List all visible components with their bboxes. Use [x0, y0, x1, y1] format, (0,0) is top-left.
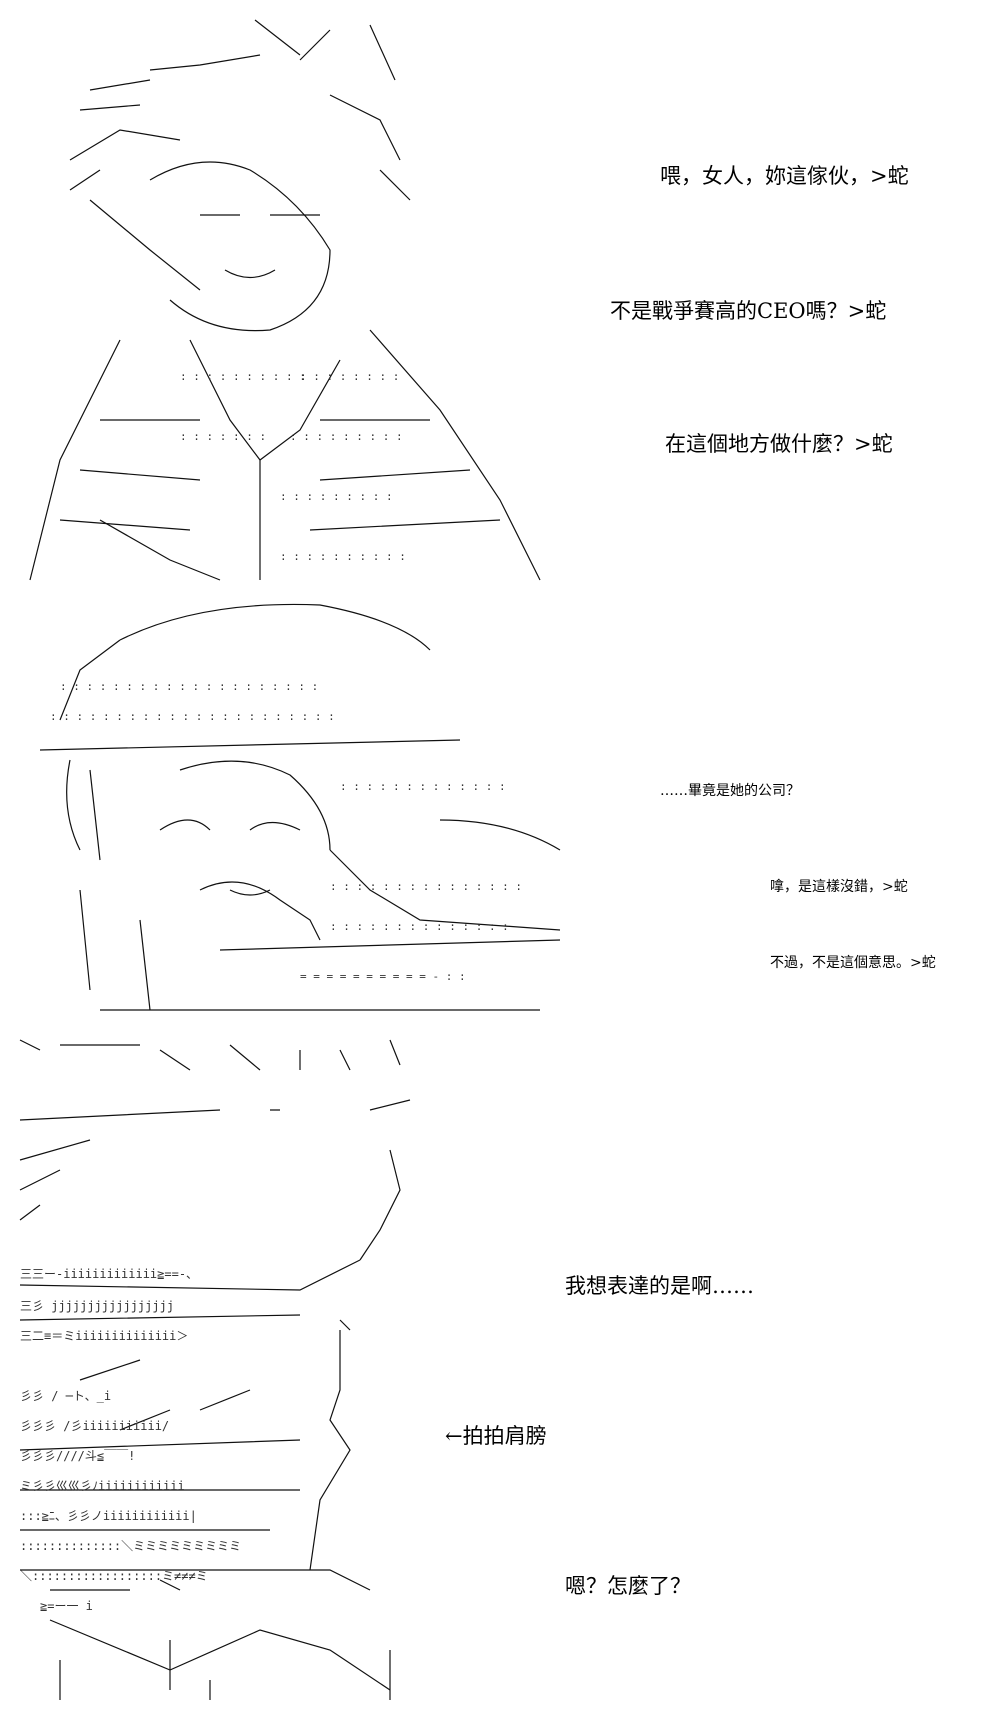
svg-text::::≧ﾆ、彡彡ノiiiiiiiiiiii|: :::≧ﾆ、彡彡ノiiiiiiiiiiii| — [20, 1509, 197, 1523]
panel-2: : : : : : : : : : : : : : : : : : : : : … — [0, 590, 1000, 1030]
dialogue-line-8: ←拍拍肩膀 — [445, 1424, 547, 1448]
panel-3: 三三ー‐iiiiiiiiiiiii≧==‐、 三彡 jjjjjjjjjjjjjj… — [0, 1030, 1000, 1710]
svg-text:三彡 jjjjjjjjjjjjjjjjj: 三彡 jjjjjjjjjjjjjjjjj — [20, 1299, 174, 1313]
svg-text:＼::::::::::::::::::ミ≠≠≠ミ: ＼::::::::::::::::::ミ≠≠≠ミ — [20, 1569, 208, 1583]
dialogue-line-3: 在這個地方做什麼？>蛇 — [665, 432, 893, 456]
svg-text:::::::::::::::＼ミミミミミミミミミ: ::::::::::::::＼ミミミミミミミミミ — [20, 1539, 241, 1553]
svg-text:彡彡 / ─ト、_i: 彡彡 / ─ト、_i — [20, 1389, 111, 1403]
svg-text:≧=ー一 i: ≧=ー一 i — [40, 1599, 93, 1613]
ascii-art-figure-2: : : : : : : : : : : : : : : : : : : : : … — [0, 590, 580, 1030]
svg-text:: : : : : : :: : : : : : : : — [180, 430, 266, 443]
ascii-art-figure-3: 三三ー‐iiiiiiiiiiiii≧==‐、 三彡 jjjjjjjjjjjjjj… — [0, 1030, 440, 1710]
svg-text:彡彡彡////斗≦￣￣!: 彡彡彡////斗≦￣￣! — [20, 1449, 135, 1463]
svg-text:= = = = = = = = = = - : :: = = = = = = = = = = - : : — [300, 970, 466, 983]
dialogue-line-7: 我想表達的是啊…… — [565, 1274, 754, 1298]
dialogue-line-4: ……畢竟是她的公司？ — [660, 783, 800, 799]
svg-text:ミ彡彡巛巛彡ﾉiiiiiiiiiiii: ミ彡彡巛巛彡ﾉiiiiiiiiiiii — [20, 1479, 185, 1493]
svg-text:: : : : : : : : : : : : : :: : : : : : : : : : : : : : : — [330, 920, 509, 933]
dialogue-line-9: 嗯？怎麼了？ — [565, 1574, 691, 1598]
svg-text:: : : : : : : : : : : : : : :: : : : : : : : : : : : : : : : : : : : : — [60, 680, 318, 693]
dialogue-line-2: 不是戰爭賽高的CEO嗎？>蛇 — [610, 299, 887, 323]
svg-text:三二≡＝ミiiiiiiiiiiiiii＞: 三二≡＝ミiiiiiiiiiiiiii＞ — [20, 1329, 188, 1343]
panel-1: : : : : : : : : : : : : : : : : : : : : … — [0, 0, 1000, 590]
svg-text:: : : : : : : : : : : : : : :: : : : : : : : : : : : : : : : — [330, 880, 522, 893]
ascii-art-figure-1: : : : : : : : : : : : : : : : : : : : : … — [0, 0, 560, 590]
svg-text:: : : : : : : : :: : : : : : : : : : — [290, 430, 403, 443]
dialogue-line-6: 不過，不是這個意思。>蛇 — [770, 955, 936, 971]
dialogue-line-5: 嗱，是這樣沒錯，>蛇 — [770, 879, 908, 895]
svg-text:: : : : : : : : : :: : : : : : : : : : : — [180, 370, 306, 383]
svg-text:三三ー‐iiiiiiiiiiiii≧==‐、: 三三ー‐iiiiiiiiiiiii≧==‐、 — [20, 1267, 198, 1281]
svg-text:彡彡彡 /彡iiiiiiiiiii/: 彡彡彡 /彡iiiiiiiiiii/ — [20, 1419, 169, 1433]
svg-text:: : : : : : : :: : : : : : : : : — [300, 370, 399, 383]
svg-text:: : : : : : : : : : : : : : :: : : : : : : : : : : : : : : : : : : : : … — [50, 710, 335, 723]
dialogue-line-1: 喂，女人，妳這傢伙，>蛇 — [660, 164, 909, 188]
svg-text:: : : : : : : : :: : : : : : : : : : — [280, 490, 393, 503]
svg-text:: : : : : : : : : :: : : : : : : : : : : — [280, 550, 406, 563]
svg-text:: : : : : : : : : : : : :: : : : : : : : : : : : : : — [340, 780, 506, 793]
